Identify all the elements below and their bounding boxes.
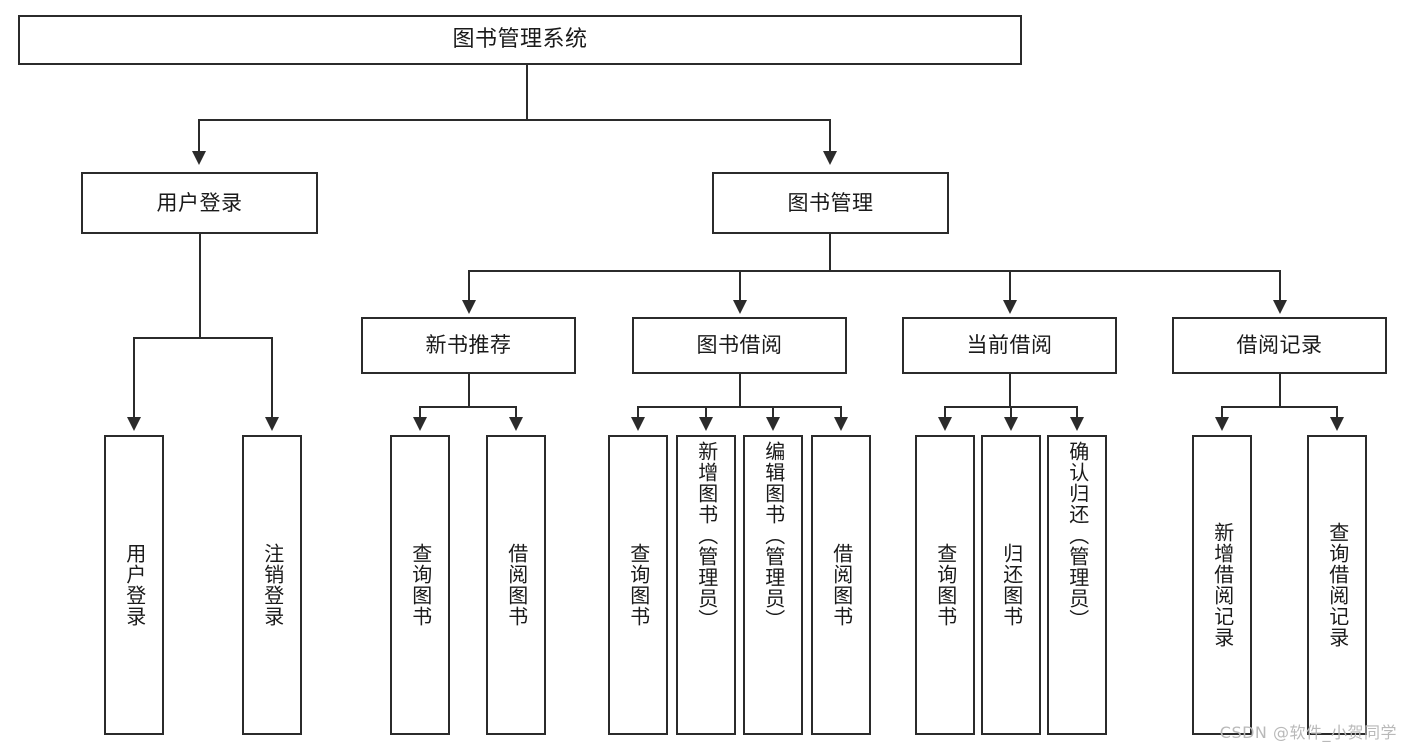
node-book-borrow[interactable]: 图书借阅: [632, 317, 847, 374]
arrowhead-book-manage-borrow: [733, 300, 747, 314]
arrowhead-book-borrow-leaf-2: [699, 417, 713, 431]
connector-root-to-user-login: [198, 119, 200, 151]
connector-book-manage-to-record: [1279, 270, 1281, 300]
node-user-login[interactable]: 用户登录: [81, 172, 318, 234]
node-label: 注销登录: [260, 543, 285, 627]
watermark-text: CSDN @软件_小贺同学: [1219, 723, 1397, 742]
node-label: 查询图书: [933, 543, 958, 627]
arrowhead-current-borrow-leaf-3: [1070, 417, 1084, 431]
connector-current-borrow-to-leaf-1: [944, 406, 946, 418]
connector-user-login-to-leaf-1: [133, 337, 135, 417]
leaf-query-book-current[interactable]: 查询图书: [915, 435, 975, 735]
connector-book-borrow-trunk: [739, 374, 741, 407]
connector-current-borrow-to-leaf-3: [1076, 406, 1078, 418]
arrowhead-book-borrow-leaf-3: [766, 417, 780, 431]
arrowhead-book-manage-current: [1003, 300, 1017, 314]
connector-book-manage-to-current: [1009, 270, 1011, 300]
node-label: 新增借阅记录: [1210, 522, 1235, 648]
connector-current-borrow-trunk: [1009, 374, 1011, 407]
node-label: 编辑图书（管理员）: [761, 441, 786, 630]
node-label: 查询图书: [408, 543, 433, 627]
leaf-edit-book-admin[interactable]: 编辑图书（管理员）: [743, 435, 803, 735]
arrowhead-book-borrow-leaf-1: [631, 417, 645, 431]
connector-borrow-record-to-leaf-1: [1221, 406, 1223, 418]
node-label: 用户登录: [156, 190, 243, 215]
connector-book-manage-to-new-book: [468, 270, 470, 300]
leaf-query-borrow-record[interactable]: 查询借阅记录: [1307, 435, 1367, 735]
node-label: 图书管理: [787, 190, 874, 215]
arrowhead-book-manage-record: [1273, 300, 1287, 314]
node-label: 查询图书: [626, 543, 651, 627]
arrowhead-new-book-leaf-2: [509, 417, 523, 431]
node-label: 图书借阅: [696, 333, 783, 358]
arrowhead-book-manage-new-book: [462, 300, 476, 314]
node-new-book-recommend[interactable]: 新书推荐: [361, 317, 576, 374]
connector-book-borrow-to-leaf-3: [772, 406, 774, 418]
node-root-system[interactable]: 图书管理系统: [18, 15, 1022, 65]
node-label: 用户登录: [122, 543, 147, 627]
leaf-query-book-recommend[interactable]: 查询图书: [390, 435, 450, 735]
node-borrow-record[interactable]: 借阅记录: [1172, 317, 1387, 374]
connector-new-book-to-leaf-2: [515, 406, 517, 418]
leaf-user-logout[interactable]: 注销登录: [242, 435, 302, 735]
leaf-add-book-admin[interactable]: 新增图书（管理员）: [676, 435, 736, 735]
arrowhead-root-to-user-login: [192, 151, 206, 165]
connector-book-borrow-to-leaf-1: [637, 406, 639, 418]
leaf-query-book-borrow[interactable]: 查询图书: [608, 435, 668, 735]
arrowhead-user-login-leaf-1: [127, 417, 141, 431]
connector-root-trunk: [526, 65, 528, 120]
node-label: 新增图书（管理员）: [694, 441, 719, 630]
connector-borrow-record-trunk: [1279, 374, 1281, 407]
connector-root-bus: [198, 119, 830, 121]
connector-user-login-trunk: [199, 234, 201, 338]
arrowhead-current-borrow-leaf-1: [938, 417, 952, 431]
connector-new-book-trunk: [468, 374, 470, 407]
connector-book-borrow-bus: [637, 406, 842, 408]
node-current-borrow[interactable]: 当前借阅: [902, 317, 1117, 374]
connector-book-manage-trunk: [829, 234, 831, 271]
node-label: 查询借阅记录: [1325, 522, 1350, 648]
node-label: 新书推荐: [425, 333, 512, 358]
arrowhead-user-login-leaf-2: [265, 417, 279, 431]
arrowhead-new-book-leaf-1: [413, 417, 427, 431]
node-label: 借阅图书: [829, 543, 854, 627]
connector-new-book-bus: [419, 406, 517, 408]
connector-user-login-bus: [133, 337, 272, 339]
arrowhead-borrow-record-leaf-2: [1330, 417, 1344, 431]
node-label: 借阅记录: [1236, 333, 1323, 358]
connector-borrow-record-to-leaf-2: [1336, 406, 1338, 418]
leaf-borrow-book-recommend[interactable]: 借阅图书: [486, 435, 546, 735]
arrowhead-root-to-book-manage: [823, 151, 837, 165]
leaf-confirm-return-admin[interactable]: 确认归还（管理员）: [1047, 435, 1107, 735]
leaf-return-book[interactable]: 归还图书: [981, 435, 1041, 735]
connector-book-borrow-to-leaf-2: [705, 406, 707, 418]
connector-borrow-record-bus: [1221, 406, 1338, 408]
leaf-borrow-book[interactable]: 借阅图书: [811, 435, 871, 735]
connector-new-book-to-leaf-1: [419, 406, 421, 418]
node-label: 确认归还（管理员）: [1065, 441, 1090, 630]
node-label: 归还图书: [999, 543, 1024, 627]
connector-current-borrow-to-leaf-2: [1010, 406, 1012, 418]
leaf-add-borrow-record[interactable]: 新增借阅记录: [1192, 435, 1252, 735]
leaf-user-login[interactable]: 用户登录: [104, 435, 164, 735]
arrowhead-borrow-record-leaf-1: [1215, 417, 1229, 431]
node-label: 当前借阅: [966, 333, 1053, 358]
arrowhead-current-borrow-leaf-2: [1004, 417, 1018, 431]
node-label: 图书管理系统: [452, 27, 588, 53]
connector-book-borrow-to-leaf-4: [840, 406, 842, 418]
node-label: 借阅图书: [504, 543, 529, 627]
arrowhead-book-borrow-leaf-4: [834, 417, 848, 431]
connector-root-to-book-manage: [829, 119, 831, 151]
connector-user-login-to-leaf-2: [271, 337, 273, 417]
connector-book-manage-bus: [468, 270, 1280, 272]
connector-book-manage-to-borrow: [739, 270, 741, 300]
node-book-management[interactable]: 图书管理: [712, 172, 949, 234]
